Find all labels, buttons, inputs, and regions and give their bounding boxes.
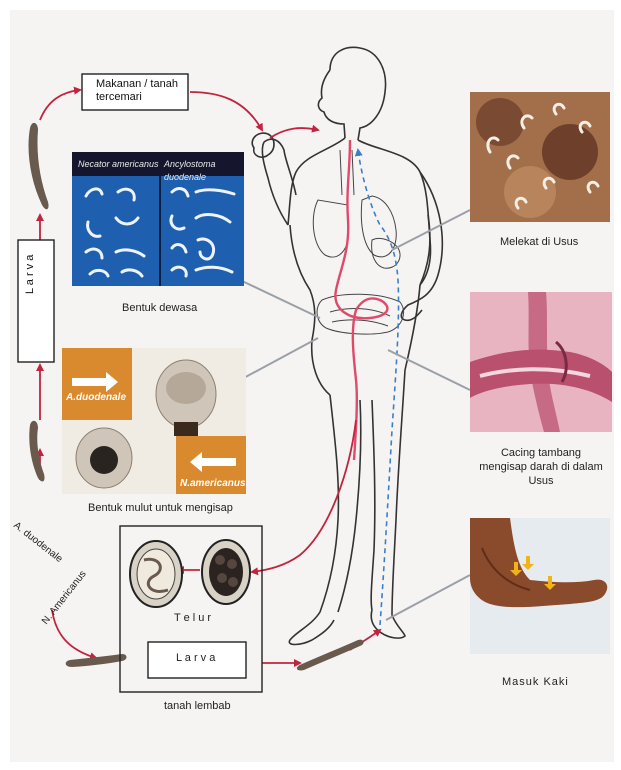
- sucking-blood-label: Cacing tambang mengisap darah di dalam U…: [476, 446, 606, 488]
- ancylostoma-title: Ancylostoma duodenale: [164, 158, 244, 184]
- histology-photo: [470, 292, 612, 432]
- egg-label: T e l u r: [174, 612, 211, 624]
- pointer-lines: [240, 210, 470, 620]
- egg-2: [202, 540, 250, 604]
- human-figure: [252, 47, 442, 644]
- lymph-route: [358, 150, 399, 625]
- attached-label: Melekat di Usus: [500, 236, 578, 248]
- adult-worms-photo: Necator americanus Ancylostoma duodenale: [72, 152, 244, 286]
- egg-1: [130, 541, 182, 607]
- mouth-form-label: Bentuk mulut untuk mengisap: [88, 502, 233, 514]
- moist-soil-label: tanah lembab: [164, 700, 231, 712]
- histology-drawing: [470, 292, 612, 432]
- n-americanus-tag: N.americanus: [180, 478, 246, 489]
- intestine-attached-photo: [470, 92, 610, 222]
- enter-foot-label: Masuk Kaki: [502, 676, 569, 688]
- foot-photo: [470, 518, 610, 654]
- intestine-attached-drawing: [470, 92, 610, 222]
- necator-title: Necator americanus: [78, 158, 159, 171]
- blood-route: [335, 140, 387, 460]
- larva-bottom-label: L a r v a: [176, 652, 215, 664]
- mouth-parts-photo: A.duodenale N.americanus: [62, 348, 246, 494]
- a-duodenale-tag: A.duodenale: [66, 392, 126, 403]
- mouth-parts-drawing: [62, 348, 246, 494]
- adult-form-label: Bentuk dewasa: [122, 302, 197, 314]
- larva-side-label: L a r v a: [24, 214, 37, 294]
- foot-drawing: [470, 518, 610, 654]
- food-label: Makanan / tanah tercemari: [96, 78, 182, 104]
